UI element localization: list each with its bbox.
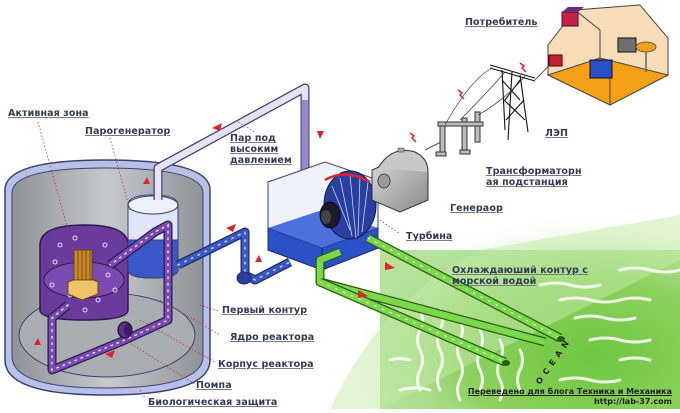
label-power-line: ЛЭП — [545, 128, 569, 139]
sea-waves — [388, 266, 680, 402]
flow-arrows — [34, 123, 395, 358]
turbine — [319, 170, 377, 240]
leader-lines — [37, 121, 401, 399]
label-turbine: Турбина — [406, 231, 453, 242]
transformer-substation — [424, 111, 484, 157]
credit-link[interactable]: http://lab-37.com — [593, 397, 672, 406]
reactor-core — [67, 249, 99, 301]
label-transformer-substation: Трансформаторн ая подстанция — [486, 166, 582, 188]
label-high-pressure-steam: Пар под высоким давлением — [230, 133, 292, 166]
power-pylon — [444, 61, 553, 141]
credit-text: Переведено для блога Техника и Механика — [467, 387, 672, 396]
label-reactor-core: Ядро реактора — [230, 332, 315, 343]
label-active-zone: Активная зона — [8, 108, 89, 119]
label-consumer: Потребитель — [465, 17, 538, 28]
label-reactor-vessel: Корпус реактора — [218, 359, 314, 370]
cooling-circuit — [315, 234, 565, 367]
label-cooling-circuit: Охлаждаюший контур с морской водой — [452, 265, 589, 287]
generator — [371, 147, 429, 213]
label-steam-generator: Парогенератор — [85, 126, 171, 137]
pump — [117, 321, 133, 339]
credit: Переведено для блога Техника и Механика … — [468, 387, 672, 407]
label-biological-shield: Биологическая защита — [148, 397, 278, 408]
steam-pipe — [153, 83, 310, 200]
primary-circuit — [47, 220, 173, 375]
label-generator: Генераор — [450, 203, 503, 214]
secondary-circuit — [176, 227, 293, 285]
electricity-bolts — [409, 62, 527, 143]
label-primary-circuit: Первый контур — [222, 305, 308, 316]
label-pump: Помпа — [196, 380, 232, 391]
consumer-house — [546, 4, 670, 106]
